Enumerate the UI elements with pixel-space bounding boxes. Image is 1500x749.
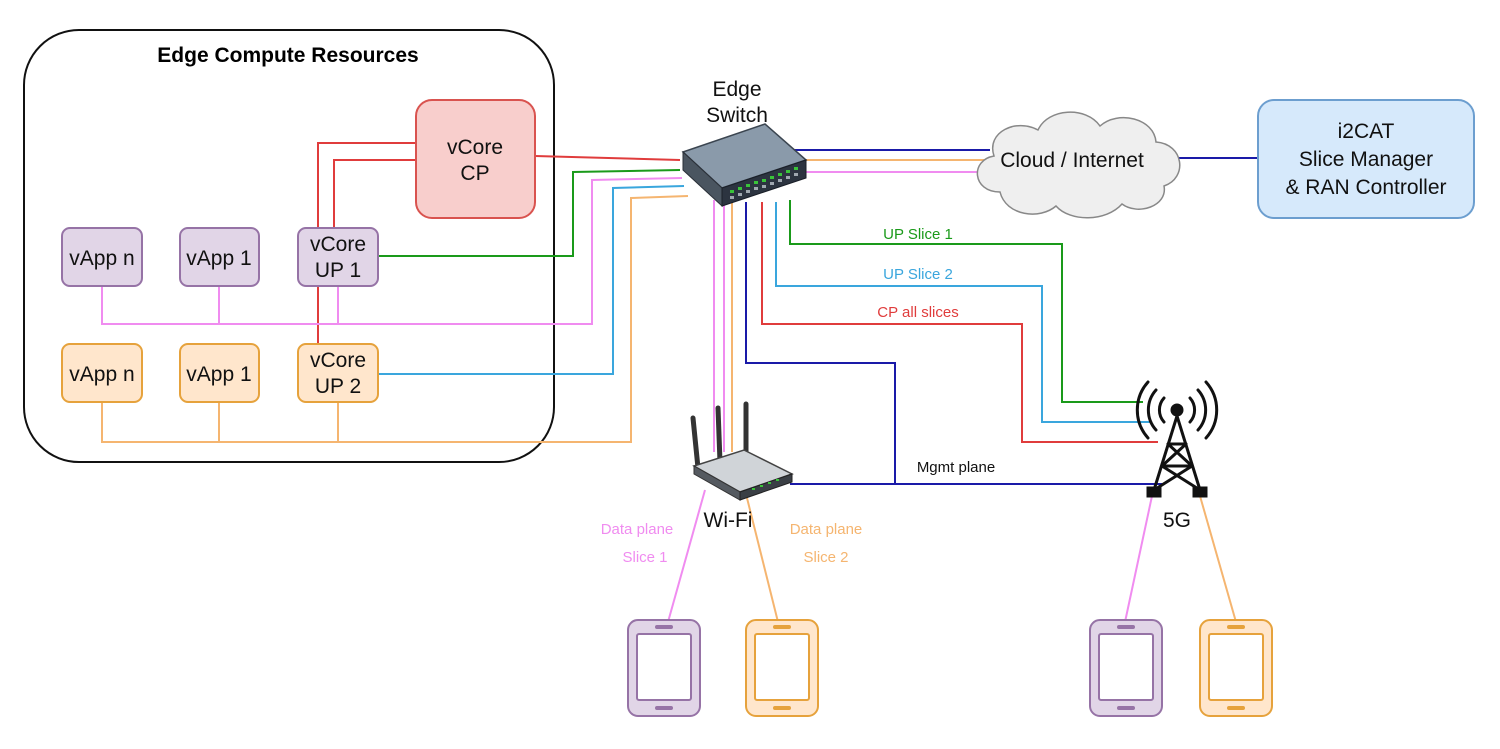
vcore-up1-line1: vCore (310, 233, 366, 256)
up-slice1-to-5g-line (789, 200, 1143, 403)
mgmt-plane-label: Mgmt plane (917, 459, 995, 476)
5g-to-phone4-line (1199, 495, 1237, 623)
slice-manager-line3: & RAN Controller (1285, 176, 1446, 199)
cp-to-switch-line (534, 155, 681, 161)
vcore-up2-box (297, 343, 379, 403)
vcore-up1-line2: UP 1 (315, 259, 361, 282)
cloud-icon (976, 111, 1181, 219)
edge-switch-line2: Switch (706, 104, 768, 127)
vapp-n-slice1-label: vApp n (69, 247, 134, 270)
edge-switch-line1: Edge (712, 78, 761, 101)
vcore-up1-box (297, 227, 379, 287)
vcore-up2-line2: UP 2 (315, 375, 361, 398)
data-plane-slice2-line1: Data plane (790, 521, 863, 538)
up-slice1-label: UP Slice 1 (883, 226, 953, 243)
wifi-to-phone1-line (667, 489, 706, 623)
vapp-n-slice1-box (61, 227, 143, 287)
cp-to-up1-line-a (317, 142, 416, 228)
5g-to-phone3-line (1124, 495, 1153, 623)
vapp-n-slice2-label: vApp n (69, 363, 134, 386)
vcore-cp-line1: vCore (447, 136, 503, 159)
wifi-label: Wi-Fi (704, 509, 753, 532)
vapp-n-slice2-box (61, 343, 143, 403)
cp-all-slices-to-5g-line (761, 202, 1158, 443)
up-slice2-to-5g-line (775, 202, 1150, 423)
up2-to-switch-line (378, 185, 685, 375)
cp-all-slices-label: CP all slices (877, 304, 958, 321)
vapp-1-slice1-label: vApp 1 (186, 247, 251, 270)
smartphone-icon-3 (1089, 619, 1163, 717)
network-switch-icon (681, 123, 808, 208)
vapp-1-slice2-box (179, 343, 260, 403)
slice1-bus-line (101, 177, 683, 325)
data-plane-slice2-line2: Slice 2 (803, 549, 848, 566)
smartphone-icon-2 (745, 619, 819, 717)
edge-compute-title: Edge Compute Resources (157, 44, 418, 67)
vcore-cp-box (415, 99, 536, 219)
slice-manager-box (1257, 99, 1475, 219)
slice-manager-line1: i2CAT (1338, 120, 1395, 143)
vapp-1-slice1-box (179, 227, 260, 287)
vcore-up2-line1: vCore (310, 349, 366, 372)
smartphone-icon-4 (1199, 619, 1273, 717)
up-slice2-label: UP Slice 2 (883, 266, 953, 283)
wifi-router-icon (690, 401, 794, 501)
up1-to-switch-line (378, 169, 681, 257)
cloud-label: Cloud / Internet (1000, 149, 1144, 172)
wifi-to-phone2-line (744, 489, 779, 623)
slice-manager-line2: Slice Manager (1299, 148, 1433, 171)
data-plane-slice1-line2: Slice 1 (622, 549, 667, 566)
smartphone-icon-1 (627, 619, 701, 717)
mgmt-to-5g-upper-line (745, 202, 896, 484)
vcore-cp-line2: CP (460, 162, 489, 185)
data-plane-slice1-line1: Data plane (601, 521, 674, 538)
cell-tower-icon (1135, 380, 1219, 498)
vapp-1-slice2-label: vApp 1 (186, 363, 251, 386)
slice2-bus-line (101, 195, 689, 443)
5g-label: 5G (1163, 509, 1191, 532)
cp-to-up1-line-b (333, 159, 416, 228)
connections (101, 142, 1258, 623)
